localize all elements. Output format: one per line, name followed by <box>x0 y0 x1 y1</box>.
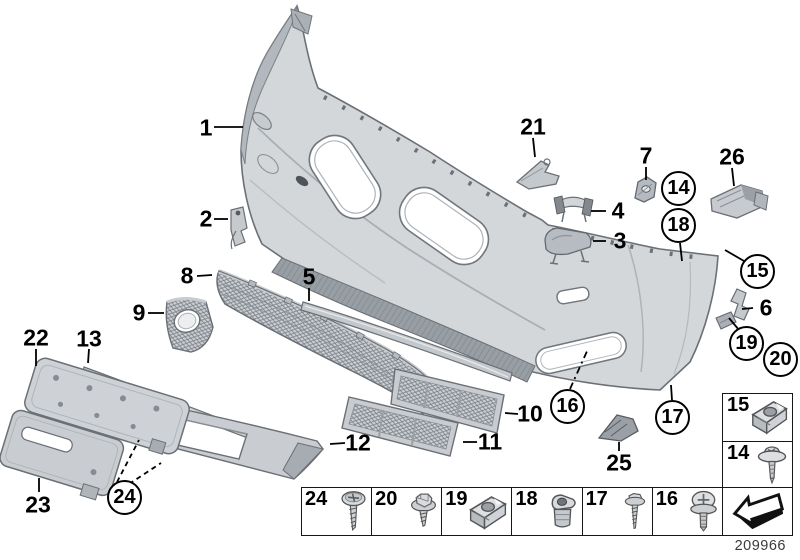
sensor-hole <box>295 175 309 187</box>
side-fastener-legend: 15 14 <box>722 393 793 488</box>
holder-4 <box>553 195 594 223</box>
wedge-25 <box>597 414 639 442</box>
callout-13[interactable]: 13 <box>76 325 102 352</box>
pan-head-screw-icon <box>341 491 366 532</box>
drawing-number: 209966 <box>734 538 786 554</box>
plate-23 <box>0 409 125 501</box>
plate-22 <box>24 357 190 455</box>
callout-17-circled[interactable]: 17 <box>655 400 690 435</box>
kidney-opening-left <box>308 134 382 220</box>
callout-10[interactable]: 10 <box>517 400 543 427</box>
legend-cell-19[interactable]: 19 <box>442 488 513 535</box>
callout-8[interactable]: 8 <box>180 262 194 289</box>
callout-24-circled[interactable]: 24 <box>107 480 142 515</box>
callout-14-circled[interactable]: 14 <box>661 171 696 206</box>
phillips-washer-screw-icon <box>690 490 717 532</box>
legend-label-18: 18 <box>515 488 538 510</box>
fastener-legend: 24 20 19 <box>301 487 793 536</box>
callout-11[interactable]: 11 <box>477 428 503 455</box>
washer-cover-slot <box>556 286 590 305</box>
callout-19-circled[interactable]: 19 <box>729 326 764 361</box>
legend-label-19: 19 <box>445 488 468 510</box>
legend-label-24: 24 <box>305 488 328 510</box>
support-21 <box>515 158 560 190</box>
callout-18-circled[interactable]: 18 <box>661 208 696 243</box>
push-rivet-icon <box>757 446 787 485</box>
callout-20-circled[interactable]: 20 <box>763 342 798 377</box>
legend-label-16: 16 <box>655 488 678 510</box>
callout-3[interactable]: 3 <box>613 227 627 254</box>
callout-6[interactable]: 6 <box>759 294 773 321</box>
callout-15-circled[interactable]: 15 <box>740 254 775 289</box>
closed-grid-11 <box>341 396 459 457</box>
legend-label-14: 14 <box>727 442 750 464</box>
callout-2[interactable]: 2 <box>199 205 213 232</box>
side-grille-9 <box>165 297 214 353</box>
callout-26[interactable]: 26 <box>719 143 745 170</box>
holder-3 <box>544 227 592 265</box>
hex-bolt-washer-icon <box>411 493 437 527</box>
legend-label-15: 15 <box>727 394 750 416</box>
legend-cell-24[interactable]: 24 <box>302 488 373 535</box>
callout-22[interactable]: 22 <box>23 324 49 351</box>
moulding-strip-5 <box>300 301 513 382</box>
direction-arrow-icon <box>732 492 785 530</box>
self-tapping-screw-icon <box>624 493 645 530</box>
bracket-7 <box>634 176 657 203</box>
callout-9[interactable]: 9 <box>132 299 146 326</box>
legend-cell-arrow[interactable] <box>723 488 792 535</box>
legend-cell-16[interactable]: 16 <box>653 488 723 535</box>
callout-4[interactable]: 4 <box>611 197 625 224</box>
callout-12[interactable]: 12 <box>345 429 371 456</box>
callout-16-circled[interactable]: 16 <box>550 389 585 424</box>
c-clip-nut-icon <box>751 401 788 435</box>
legend-label-17: 17 <box>585 488 608 510</box>
legend-cell-18[interactable]: 18 <box>512 488 583 535</box>
tow-eye-cover <box>252 111 279 174</box>
open-grid-10 <box>390 368 505 434</box>
bracket-2 <box>230 206 248 250</box>
legend-cell-20[interactable]: 20 <box>372 488 443 535</box>
callout-23[interactable]: 23 <box>25 491 51 518</box>
guide-26 <box>710 184 769 219</box>
legend-cell-15[interactable]: 15 <box>723 394 792 442</box>
leader-lines <box>35 126 754 492</box>
legend-cell-17[interactable]: 17 <box>583 488 653 535</box>
callout-7[interactable]: 7 <box>639 142 653 169</box>
bracket-6 <box>715 288 750 330</box>
kidney-opening-right <box>398 186 490 266</box>
expanding-nut-icon <box>551 494 576 528</box>
legend-label-20: 20 <box>375 488 398 510</box>
callout-1[interactable]: 1 <box>199 114 213 141</box>
bumper-trim-panel <box>240 4 719 391</box>
legend-cell-14[interactable]: 14 <box>723 442 792 489</box>
fog-opening <box>535 331 627 375</box>
c-clip-nut-icon <box>469 496 508 530</box>
callout-21[interactable]: 21 <box>520 113 546 140</box>
callout-5[interactable]: 5 <box>302 263 316 290</box>
callout-25[interactable]: 25 <box>606 449 632 476</box>
